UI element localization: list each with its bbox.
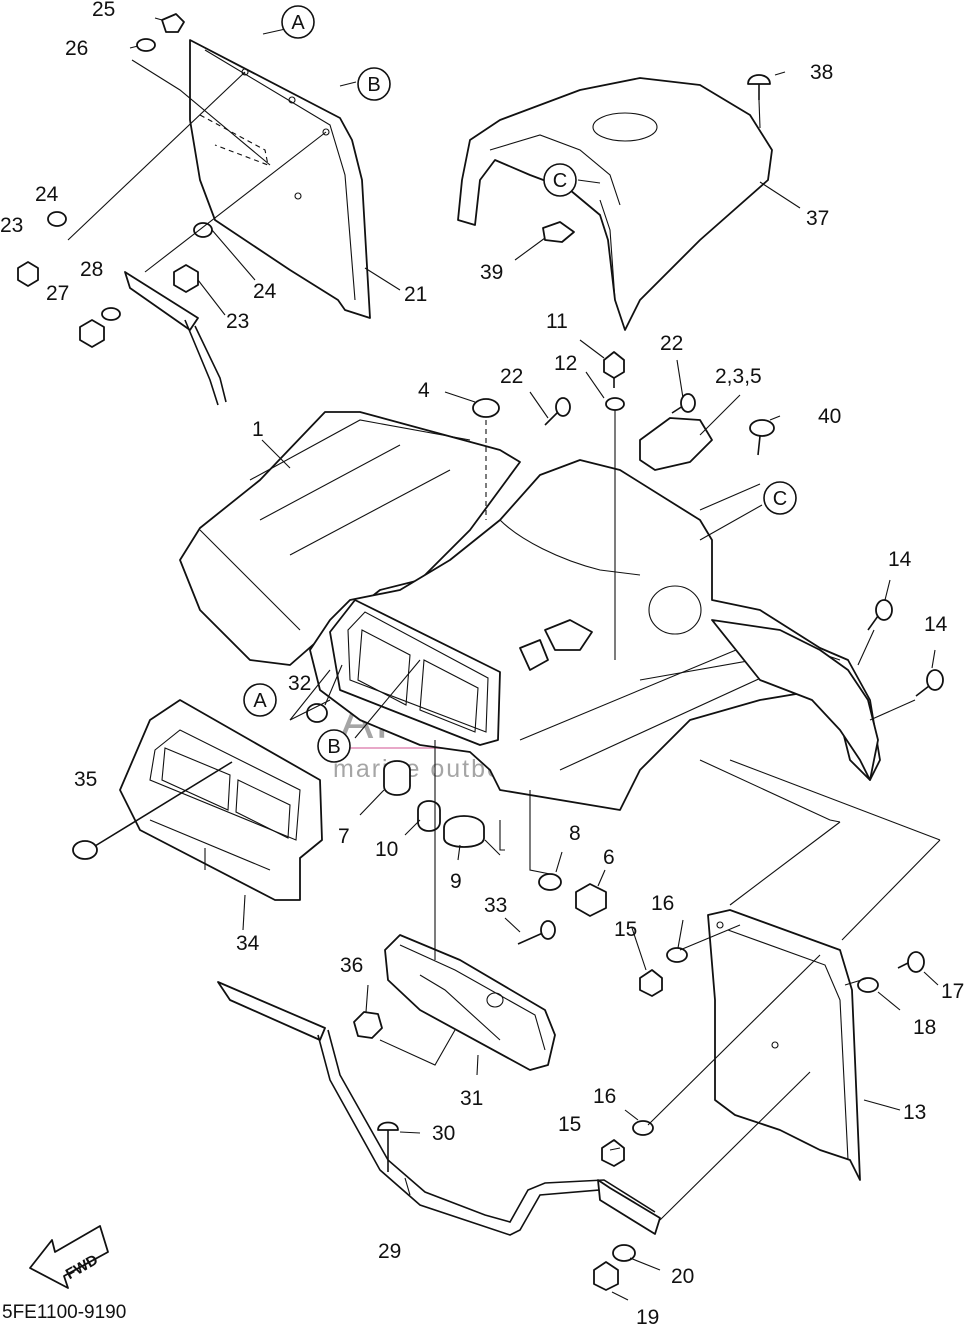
- label-4: 4: [418, 379, 430, 402]
- label-14: 14: [888, 548, 912, 571]
- label-16: 16: [651, 892, 674, 915]
- label-15: 15: [558, 1113, 581, 1136]
- label-34: 34: [236, 932, 260, 955]
- label-10: 10: [375, 838, 398, 861]
- callout-b-letter: B: [367, 74, 380, 96]
- label-21: 21: [404, 283, 427, 306]
- label-26: 26: [65, 37, 88, 60]
- label-24: 24: [35, 183, 59, 206]
- label-30: 30: [432, 1122, 455, 1145]
- label-23: 23: [226, 310, 249, 333]
- label-8: 8: [569, 822, 581, 845]
- part-1-front-fender: [179, 411, 521, 666]
- label-28: 28: [80, 258, 103, 281]
- label-11: 11: [546, 310, 568, 333]
- label-38: 38: [810, 61, 833, 84]
- hardware-misc: [472, 351, 944, 1291]
- label-22: 22: [500, 365, 523, 388]
- label-6: 6: [603, 846, 615, 869]
- callout-b-letter: B: [327, 736, 340, 758]
- label-20: 20: [671, 1265, 694, 1288]
- callout-c-top: C: [543, 163, 577, 197]
- part-rear-fender-right: [711, 619, 879, 781]
- part-33-bolt: [517, 920, 556, 945]
- label-40: 40: [818, 405, 841, 428]
- label-32: 32: [288, 672, 311, 695]
- part-bracket-left: [124, 271, 227, 406]
- part-13-mud-flap: [707, 909, 861, 1181]
- callout-b-top: B: [357, 67, 391, 101]
- label-36: 36: [340, 954, 363, 977]
- label-22: 22: [660, 332, 683, 355]
- part-36-nut: [353, 1011, 383, 1039]
- part-29-stay: [217, 981, 661, 1236]
- part-2-3-5-gasket: [639, 417, 713, 471]
- label-19: 19: [636, 1306, 659, 1325]
- label-25: 25: [92, 0, 115, 21]
- label-31: 31: [460, 1087, 483, 1110]
- diagram-code: 5FE1100-9190: [2, 1302, 126, 1323]
- label-39: 39: [480, 261, 503, 284]
- label-1: 1: [252, 418, 264, 441]
- label-9: 9: [450, 870, 462, 893]
- part-38-rivet: [747, 74, 771, 129]
- part-21-inner-panel: [189, 39, 371, 319]
- label-35: 35: [74, 768, 97, 791]
- label-14: 14: [924, 613, 948, 636]
- label-37: 37: [806, 207, 829, 230]
- label-27: 27: [46, 282, 69, 305]
- leader-lines: [67, 17, 941, 1301]
- label-13: 13: [903, 1101, 926, 1124]
- part-30-bolt: [377, 1121, 399, 1172]
- label-18: 18: [913, 1016, 936, 1039]
- part-35-bolt: [72, 761, 233, 860]
- callout-c-letter: C: [773, 488, 787, 510]
- callout-a-letter: A: [291, 12, 305, 34]
- part-39-clip: [542, 221, 575, 243]
- part-37-tank-cover: [457, 77, 773, 331]
- callout-a-top: A: [281, 5, 315, 39]
- label-7: 7: [338, 825, 350, 848]
- label-17: 17: [941, 980, 964, 1003]
- callout-a-mid: A: [243, 683, 277, 717]
- callout-c-mid: C: [763, 481, 797, 515]
- part-34-light-frame: [119, 699, 323, 901]
- label-24: 24: [253, 280, 277, 303]
- label-12: 12: [554, 352, 577, 375]
- label-29: 29: [378, 1240, 401, 1263]
- callout-a-letter: A: [253, 690, 267, 712]
- callout-c-letter: C: [553, 170, 567, 192]
- part-tail-light-housing: [329, 599, 501, 746]
- label-16: 16: [593, 1085, 616, 1108]
- part-31-battery-box: [384, 934, 556, 1071]
- label-23: 23: [0, 214, 23, 237]
- callout-b-mid: B: [317, 729, 351, 763]
- fwd-arrow-icon: FWD: [29, 1225, 109, 1289]
- label-33: 33: [484, 894, 507, 917]
- label-15: 15: [614, 918, 637, 941]
- label-2-3-5: 2,3,5: [715, 365, 762, 388]
